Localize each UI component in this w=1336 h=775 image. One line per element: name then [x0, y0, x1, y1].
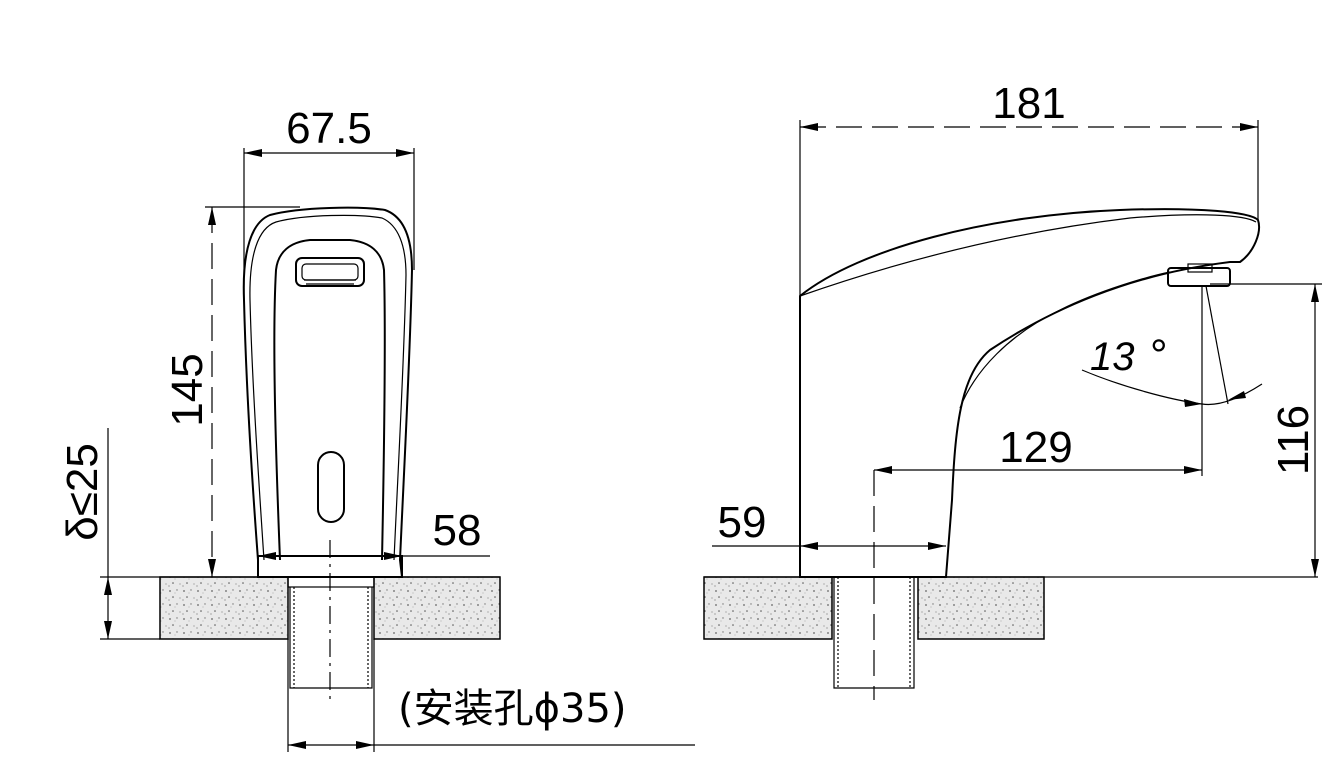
front-faucet-body [242, 206, 414, 578]
dim-side-angle-label: 13 [1090, 335, 1135, 379]
dim-front-height-label: 145 [163, 353, 212, 426]
front-counter-left [159, 576, 289, 640]
dim-deck-thickness: δ≤25 [58, 428, 112, 639]
dim-mounting-hole-label: (安装孔ϕ35) [398, 686, 627, 732]
side-counter-right [917, 576, 1045, 640]
dim-side-outlet-height-label: 116 [1269, 405, 1318, 475]
dim-side-length-label: 181 [992, 79, 1065, 128]
dim-side-reach-label: 129 [999, 423, 1072, 472]
front-shank [287, 540, 375, 700]
side-counter-left [703, 576, 833, 640]
dim-front-width-label: 67.5 [286, 104, 372, 153]
front-view: 67.5 145 58 δ≤25 [58, 104, 695, 752]
dim-deck-thickness-label: δ≤25 [58, 443, 107, 541]
dim-side-angle: 13 ° [1081, 285, 1263, 407]
dim-side-reach: 129 [873, 286, 1203, 700]
side-view: 181 129 59 116 [703, 79, 1322, 700]
side-faucet-body [799, 208, 1260, 578]
dim-side-length: 181 [799, 79, 1259, 296]
front-counter-right [373, 576, 501, 640]
dim-front-base-label: 58 [433, 506, 482, 555]
dim-mounting-hole: (安装孔ϕ35) [287, 639, 695, 752]
dim-side-base-label: 59 [718, 498, 767, 547]
dim-side-angle-degree: ° [1150, 331, 1168, 380]
dim-side-outlet-height: 116 [1210, 283, 1322, 577]
dim-front-base: 58 [258, 506, 490, 560]
dim-front-width: 67.5 [243, 104, 415, 300]
dim-front-height: 145 [163, 206, 300, 577]
dim-side-base: 59 [712, 498, 946, 550]
